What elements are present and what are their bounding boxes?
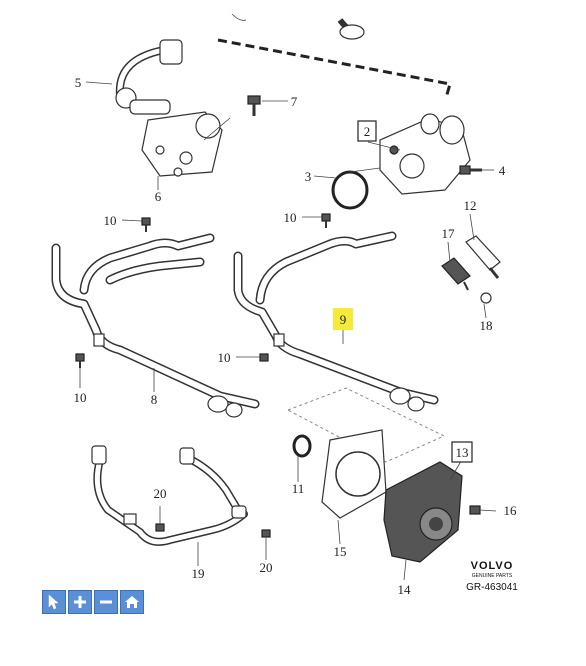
callout-13: 13 [456,445,469,460]
thermostat-housing-2 [379,113,471,195]
home-button[interactable] [120,590,144,614]
callout-7: 7 [291,94,298,109]
coolant-hose-19 [91,445,248,546]
callout-2: 2 [364,124,371,139]
callout-15: 15 [334,544,347,559]
select-button[interactable] [42,590,66,614]
o-ring-3 [331,170,369,210]
plus-icon [74,596,86,608]
coolant-pipe-8 [51,233,260,418]
leader-lines [79,81,497,581]
callout-2-box [357,120,377,142]
callout-5: 5 [75,75,82,90]
bolt-16 [469,505,481,515]
callout-9: 9 [340,312,347,327]
coolant-hose-5 [115,39,183,115]
coolant-pipe-9 [233,231,439,412]
zoom-in-button[interactable] [68,590,92,614]
callout-20-a: 20 [154,486,167,501]
zoom-out-button[interactable] [94,590,118,614]
callout-14: 14 [398,582,412,597]
dashed-connector-line [217,38,452,99]
bolt-20-b [261,529,271,538]
callout-3: 3 [305,169,312,184]
brand-logo-text: VOLVO [470,560,514,572]
viewer-toolbar [42,590,146,614]
minus-icon [100,600,112,604]
callout-12: 12 [464,198,477,213]
pointer-icon [48,594,59,610]
callout-8: 8 [151,392,158,407]
o-ring-11 [292,434,312,458]
callout-13-box [451,441,473,463]
callout-labels: 2 3 4 5 6 7 8 9 10 10 10 10 11 12 13 14 … [74,75,518,597]
seal-18 [480,292,492,304]
callout-11: 11 [292,481,305,496]
bolt-10-c [259,353,269,362]
water-pump-housing-6 [141,111,223,177]
sensor-12 [465,235,501,279]
callout-16: 16 [504,503,518,518]
callout-10-d: 10 [74,390,87,405]
callout-6: 6 [155,189,162,204]
bolt-7 [247,95,261,116]
sensor-17 [441,257,471,291]
callout-18: 18 [480,318,493,333]
callout-10-b: 10 [284,210,297,225]
callout-4: 4 [499,163,506,178]
bolt-20-a [155,523,165,532]
top-hose-fragment [231,13,365,40]
diagram-reference: GR-463041 [466,582,518,593]
callout-19: 19 [192,566,205,581]
bolt-4 [459,165,482,175]
bolt-10-b [321,213,331,228]
bolt-10-a [141,217,151,232]
callout-17: 17 [442,226,456,241]
callout-9-highlight [333,308,353,330]
gasket-15 [321,429,387,519]
bolt-10-d [75,353,85,368]
callout-20-b: 20 [260,560,273,575]
brand-subtitle: GENUINE PARTS [471,573,513,579]
home-icon [125,596,139,608]
callout-10-c: 10 [218,350,231,365]
water-pump-14 [383,461,463,563]
callout-10-a: 10 [104,213,117,228]
